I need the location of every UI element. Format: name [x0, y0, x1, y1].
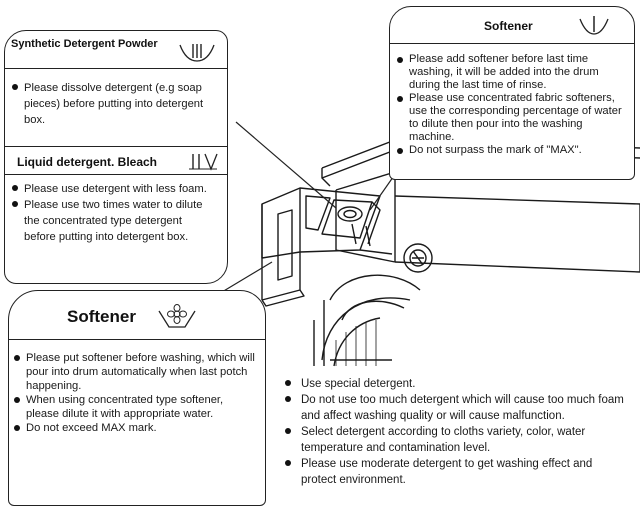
- liquid-note-foam: Please use detergent with less foam.: [11, 181, 211, 197]
- softener-bottom-note-before: Please put softener before washing, whic…: [13, 351, 259, 393]
- softener-bottom-title: Softener: [67, 307, 136, 326]
- softener-instructions-box-bottom: Softener Please put softener before wash…: [8, 290, 266, 506]
- softener-top-note-add: Please add softener before last time was…: [396, 53, 630, 92]
- general-note-select: Select detergent according to cloths var…: [284, 424, 630, 456]
- general-note-too-much: Do not use too much detergent which will…: [284, 392, 630, 424]
- softener-compartment-icon: [578, 14, 610, 38]
- flower-softener-icon: [157, 303, 197, 331]
- softener-instructions-box-top: Softener Please add softener before last…: [389, 6, 635, 180]
- liquid-bleach-title: Liquid detergent. Bleach: [17, 155, 158, 169]
- softener-bottom-note-dilute: When using concentrated type softener, p…: [13, 393, 259, 421]
- softener-top-title: Softener: [484, 19, 533, 33]
- general-note-special: Use special detergent.: [284, 376, 630, 392]
- powder-compartment-icon: [178, 41, 216, 65]
- softener-bottom-note-max: Do not exceed MAX mark.: [13, 421, 259, 435]
- softener-top-note-max: Do not surpass the mark of "MAX".: [396, 144, 630, 157]
- liquid-note-dilute: Please use two times water to dilute the…: [11, 197, 211, 245]
- detergent-instructions-box: Synthetic Detergent Powder Please dissol…: [4, 30, 228, 284]
- general-detergent-notes: Use special detergent. Do not use too mu…: [284, 376, 630, 488]
- liquid-bleach-compartment-icon: [187, 151, 221, 173]
- softener-top-note-dilute: Please use concentrated fabric softeners…: [396, 92, 630, 144]
- powder-title: Synthetic Detergent Powder: [11, 38, 158, 50]
- powder-note: Please dissolve detergent (e.g soap piec…: [11, 80, 219, 128]
- general-note-moderate: Please use moderate detergent to get was…: [284, 456, 630, 488]
